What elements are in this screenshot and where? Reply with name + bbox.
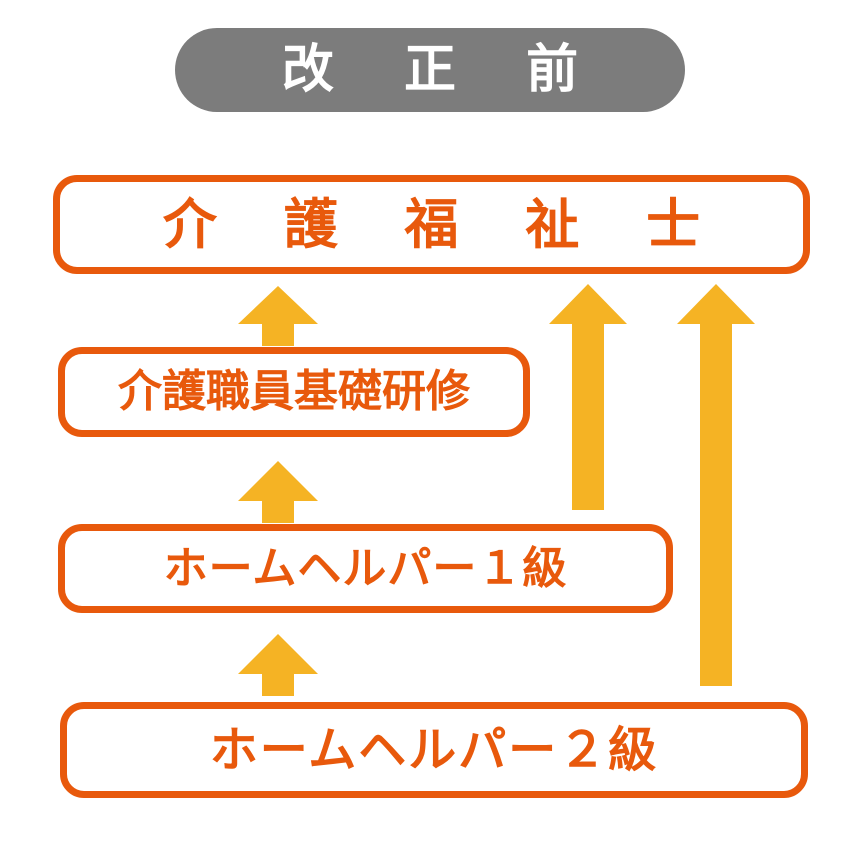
box-kaigo-fukushishi-label: 介 護 福 祉 士 bbox=[162, 192, 725, 256]
arrow-helper1-to-kaigo-long bbox=[549, 284, 627, 510]
box-kiso-kenshu-label: 介護職員基礎研修 bbox=[118, 366, 470, 417]
arrow-helper1-to-kiso bbox=[238, 461, 318, 523]
arrow-up-long-icon bbox=[549, 284, 627, 510]
box-kiso-kenshu: 介護職員基礎研修 bbox=[58, 347, 530, 437]
box-home-helper-1: ホームヘルパー１級 bbox=[58, 524, 673, 613]
box-kaigo-fukushishi: 介 護 福 祉 士 bbox=[53, 175, 810, 274]
arrow-up-icon bbox=[238, 286, 318, 346]
arrow-up-icon bbox=[238, 634, 318, 696]
header-pill: 改 正 前 bbox=[175, 28, 685, 112]
box-home-helper-2-label: ホームヘルパー２級 bbox=[209, 722, 659, 778]
arrow-kiso-to-kaigo bbox=[238, 286, 318, 346]
arrow-helper2-to-helper1 bbox=[238, 634, 318, 696]
box-home-helper-1-label: ホームヘルパー１級 bbox=[163, 542, 568, 594]
arrow-helper2-to-kaigo-long bbox=[677, 284, 755, 686]
box-home-helper-2: ホームヘルパー２級 bbox=[60, 702, 808, 798]
arrow-up-long-icon bbox=[677, 284, 755, 686]
header-title: 改 正 前 bbox=[281, 40, 605, 100]
arrow-up-icon bbox=[238, 461, 318, 523]
